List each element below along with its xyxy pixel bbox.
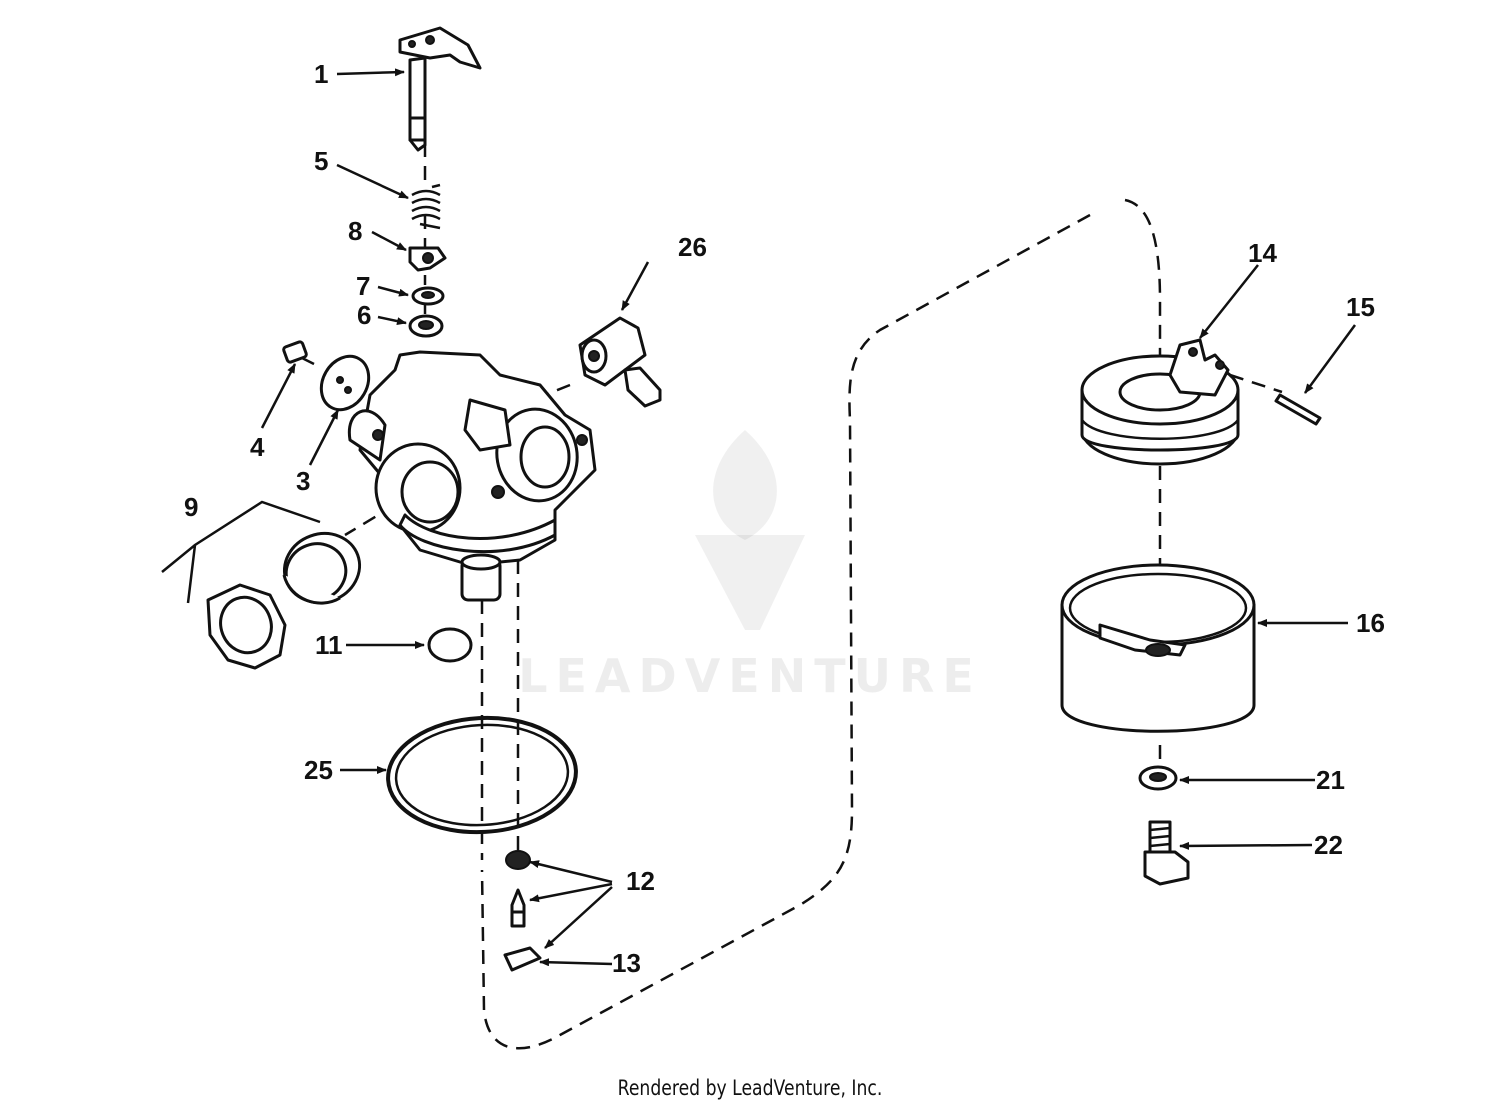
- watermark-logo: LEADVENTURE: [518, 430, 982, 703]
- callout-6: 6: [357, 300, 371, 330]
- watermark-text: LEADVENTURE: [518, 649, 982, 703]
- callout-25: 25: [304, 755, 333, 785]
- callout-9: 9: [184, 492, 198, 522]
- part-float-bowl: [1060, 563, 1256, 733]
- part-disc: [427, 627, 473, 663]
- part-lever: [408, 246, 447, 272]
- callout-15: 15: [1346, 292, 1375, 322]
- part-spring: [411, 183, 441, 230]
- axis-line-pin: [1229, 373, 1283, 394]
- callout-16: 16: [1356, 608, 1385, 638]
- part-primer-assembly: [206, 532, 362, 670]
- part-washer-hole: [421, 291, 435, 299]
- callout-3: 3: [296, 466, 310, 496]
- callout-13: 13: [612, 948, 641, 978]
- part-needle-clip: [503, 946, 542, 972]
- callout-8: 8: [348, 216, 362, 246]
- part-throttle-plate: [319, 354, 371, 412]
- part-seal-hole: [418, 320, 434, 330]
- axis-line-fitting: [544, 383, 571, 397]
- part-inlet-needle: [510, 888, 526, 928]
- part-carburetor-body: [347, 350, 597, 602]
- callout-1: 1: [314, 59, 328, 89]
- callout-26: 26: [678, 232, 707, 262]
- part-screw: [282, 340, 315, 366]
- part-throttle-shaft: [398, 26, 482, 152]
- callout-14: 14: [1248, 238, 1277, 268]
- part-float: [1080, 338, 1240, 466]
- callout-5: 5: [314, 146, 328, 176]
- callout-12: 12: [626, 866, 655, 896]
- part-bowl-nut: [1143, 820, 1190, 886]
- part-bowl-washer-hole: [1149, 772, 1167, 782]
- part-needle-washer: [505, 850, 531, 870]
- callout-4: 4: [250, 432, 265, 462]
- part-float-pin: [1274, 393, 1322, 426]
- callout-21: 21: [1316, 765, 1345, 795]
- part-fuel-fitting: [578, 316, 662, 408]
- callout-22: 22: [1314, 830, 1343, 860]
- callout-labels: 1 5 8 7 6 4 3 9 11 25 12 13 26 14 15 16 …: [184, 59, 1385, 978]
- part-o-ring: [386, 715, 578, 835]
- callout-11: 11: [315, 630, 343, 660]
- callout-7: 7: [356, 271, 370, 301]
- leader-lines: [161, 68, 1357, 967]
- render-credit: Rendered by LeadVenture, Inc.: [617, 1076, 883, 1100]
- assembly-boundary-line: [480, 198, 1162, 1050]
